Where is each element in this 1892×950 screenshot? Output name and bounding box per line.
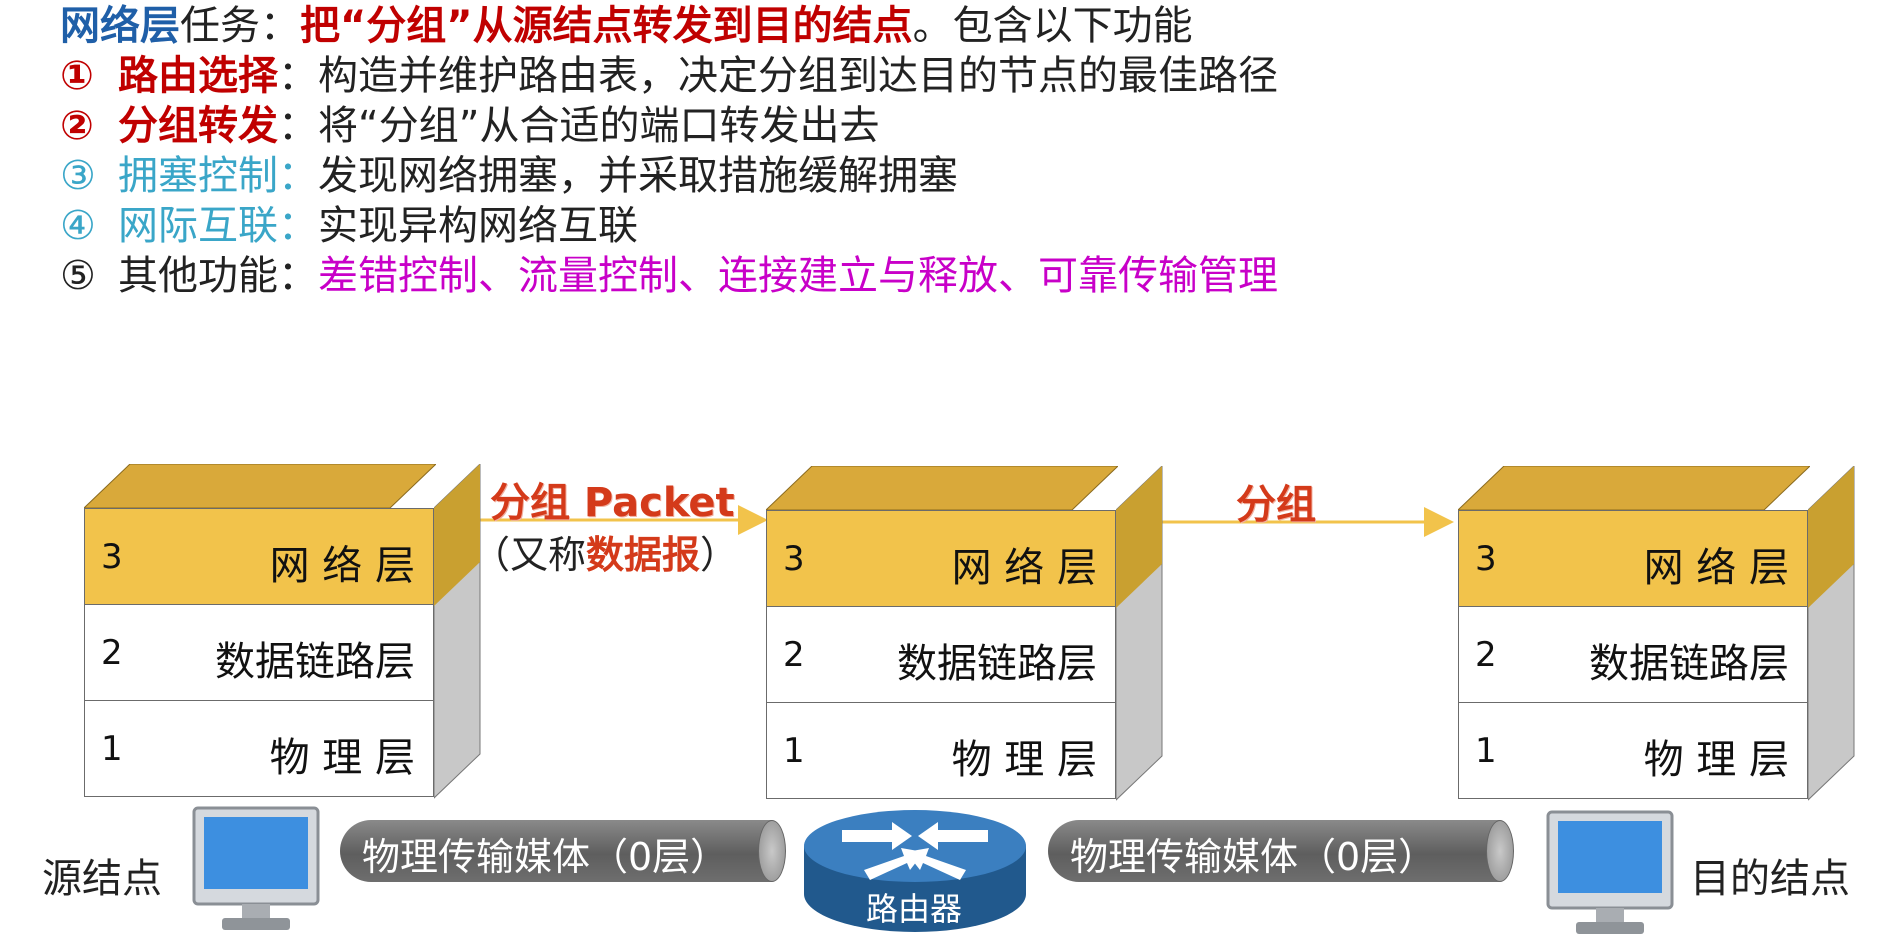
item-desc: 差错控制、流量控制、连接建立与释放、可靠传输管理 [318,253,1278,299]
layer-number: 1 [1475,731,1497,771]
layer-name: 网 络 层 [1643,545,1789,591]
datagram-term: 数据报 [586,533,701,577]
layer-name: 数据链路层 [215,639,415,685]
physical-medium-right: 物理传输媒体（0层） [1048,820,1514,882]
item-number: ③ [60,153,96,199]
datagram-label: （又称数据报） [472,524,738,579]
router-icon [804,810,1026,932]
layer-name: 数据链路层 [1589,641,1789,687]
destination-node-label: 目的结点 [1690,856,1850,902]
item-number: ⑤ [60,253,96,299]
layer-number: 2 [783,635,805,675]
item-colon: ： [278,53,318,99]
protocol-stack-router: 3 网 络 层 2 数据链路层 1 物 理 层 [766,466,1163,801]
physical-layer: 1 物 理 层 [766,702,1116,799]
item-colon: ： [278,103,318,149]
title-task: 任务： [180,3,300,49]
item-desc: 实现异构网络互联 [318,203,638,249]
layer-number: 3 [1475,539,1497,579]
function-item-internetworking: ④ 网际互联：实现异构网络互联 [60,202,638,250]
medium-body [340,820,772,882]
layer-name: 网 络 层 [269,543,415,589]
stack-top-face [84,464,436,509]
item-number: ② [60,103,94,149]
medium-endcap [758,820,786,882]
layer-number: 1 [783,731,805,771]
title-mission: 把“分组”从源结点转发到目的结点 [300,3,913,49]
medium-body [1048,820,1500,882]
item-name: 路由选择 [118,53,278,99]
function-item-forwarding: ② 分组转发：将“分组”从合适的端口转发出去 [60,102,879,150]
datagram-close: ） [700,533,739,577]
stack-side-face [1808,466,1855,801]
medium-label: 物理传输媒体（0层） [1070,835,1437,879]
destination-computer-icon [1546,810,1674,934]
protocol-stack-destination: 3 网 络 层 2 数据链路层 1 物 理 层 [1458,466,1855,801]
data-link-layer: 2 数据链路层 [84,604,434,701]
function-item-other: ⑤ 其他功能：差错控制、流量控制、连接建立与释放、可靠传输管理 [60,252,1278,300]
physical-layer: 1 物 理 层 [1458,702,1808,799]
network-layer: 3 网 络 层 [1458,510,1808,607]
layer-name: 物 理 层 [269,735,415,781]
stack-side-face [434,464,481,799]
network-layer: 3 网 络 层 [766,510,1116,607]
data-link-layer: 2 数据链路层 [766,606,1116,703]
layer-name: 物 理 层 [1643,737,1789,783]
function-item-congestion: ③ 拥塞控制：发现网络拥塞，并采取措施缓解拥塞 [60,152,958,200]
item-colon: ： [278,153,318,199]
item-number: ④ [60,203,96,249]
item-desc: 构造并维护路由表，决定分组到达目的节点的最佳路径 [318,53,1278,99]
medium-endcap [1486,820,1514,882]
physical-layer: 1 物 理 层 [84,700,434,797]
data-link-layer: 2 数据链路层 [1458,606,1808,703]
stack-top-face [1458,466,1810,511]
item-name: 分组转发 [118,103,278,149]
item-name: 其他功能 [118,253,278,299]
title-line: 网络层任务：把“分组”从源结点转发到目的结点。包含以下功能 [60,2,1193,50]
datagram-open: （又称 [472,533,587,577]
item-desc: 将“分组”从合适的端口转发出去 [318,103,880,149]
layer-name: 网 络 层 [951,545,1097,591]
layer-number: 1 [101,729,123,769]
source-node-label: 源结点 [42,856,162,902]
stack-top-face [766,466,1118,511]
item-name: 拥塞控制 [118,153,278,199]
layer-name: 物 理 层 [951,737,1097,783]
packet-label: 分组 Packet [490,480,735,526]
network-layer-term: 网络层 [60,3,180,49]
stack-side-face [1116,466,1163,801]
title-tail: 。包含以下功能 [912,3,1193,49]
network-layer: 3 网 络 层 [84,508,434,605]
layer-number: 3 [101,537,123,577]
item-colon: ： [278,253,318,299]
layer-number: 3 [783,539,805,579]
router-label: 路由器 [866,890,963,928]
protocol-stack-source: 3 网 络 层 2 数据链路层 1 物 理 层 [84,464,481,799]
layer-name: 数据链路层 [897,641,1097,687]
item-colon: ： [278,203,318,249]
item-desc: 发现网络拥塞，并采取措施缓解拥塞 [318,153,958,199]
item-number: ① [60,53,94,99]
source-computer-icon [192,806,320,930]
medium-label: 物理传输媒体（0层） [362,835,729,879]
layer-number: 2 [1475,635,1497,675]
packet-label-right: 分组 [1236,482,1316,528]
function-item-routing: ① 路由选择：构造并维护路由表，决定分组到达目的节点的最佳路径 [60,52,1278,100]
item-name: 网际互联 [118,203,278,249]
physical-medium-left: 物理传输媒体（0层） [340,820,786,882]
layer-number: 2 [101,633,123,673]
